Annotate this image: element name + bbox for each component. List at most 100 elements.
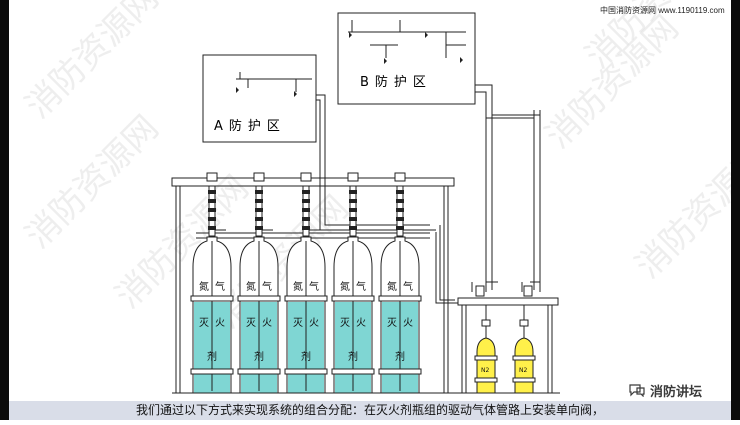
- cylinder-label-gas: 气: [262, 280, 272, 293]
- forum-badge: 消防讲坛: [628, 381, 703, 400]
- valve-coupling: [255, 190, 263, 194]
- cylinder-strap: [237, 295, 281, 302]
- cylinder-label-agent: 火: [356, 317, 366, 329]
- valve-coupling: [396, 208, 404, 212]
- valve-coupling: [208, 190, 216, 194]
- valve-coupling: [349, 190, 357, 194]
- left-frame-bar: [0, 0, 9, 420]
- zone-b-box: B防护区: [337, 12, 476, 105]
- cylinder-label-agent: 剂: [207, 350, 217, 363]
- cylinder-label-nitrogen: 氮: [387, 280, 397, 293]
- agent-cylinder: 氮气灭火剂: [284, 172, 328, 394]
- right-frame-bar: [731, 0, 740, 420]
- forum-name: 消防讲坛: [650, 384, 703, 400]
- valve-head: [347, 172, 359, 182]
- cylinder-label-agent: 火: [309, 317, 319, 329]
- cylinder-label-gas: 气: [215, 280, 225, 293]
- main-pipes: [316, 84, 541, 304]
- driver-strap: [474, 377, 498, 383]
- driver-strap: [474, 355, 498, 361]
- cylinder-label-nitrogen: 氮: [340, 280, 350, 293]
- watermark-text: 消防资源网: [628, 138, 740, 286]
- valve-coupling: [302, 199, 310, 203]
- cylinder-strap: [284, 295, 328, 302]
- valve-coupling: [302, 217, 310, 221]
- valve-head: [253, 172, 265, 182]
- valve-coupling: [255, 217, 263, 221]
- driver-label: N2: [519, 367, 527, 374]
- agent-cylinder: 氮气灭火剂: [190, 172, 234, 394]
- valve-head: [206, 172, 218, 182]
- cylinder-label-agent: 火: [215, 317, 225, 329]
- cylinder-label-agent: 剂: [254, 350, 264, 363]
- driver-shell: [514, 337, 534, 394]
- driver-cylinder: N2: [512, 305, 536, 394]
- cylinder-strap: [331, 368, 375, 375]
- driver-valve: [519, 319, 529, 327]
- agent-cylinder: 氮气灭火剂: [237, 172, 281, 394]
- valve-coupling: [302, 226, 310, 230]
- valve-head: [300, 172, 312, 182]
- valve-coupling: [349, 217, 357, 221]
- cylinder-label-nitrogen: 氮: [293, 280, 303, 293]
- cylinder-label-nitrogen: 氮: [199, 280, 209, 293]
- chat-bubble-icon: [629, 384, 645, 397]
- cylinder-label-gas: 气: [356, 280, 366, 293]
- valve-coupling: [302, 190, 310, 194]
- cylinder-label-agent: 灭: [293, 317, 303, 329]
- cylinder-label-agent: 灭: [199, 317, 209, 329]
- valve-coupling: [349, 208, 357, 212]
- cylinder-strap: [378, 368, 422, 375]
- cylinder-label-agent: 灭: [246, 317, 256, 329]
- cylinder-strap: [237, 368, 281, 375]
- valve-coupling: [255, 226, 263, 230]
- driver-strap: [512, 355, 536, 361]
- valve-coupling: [208, 217, 216, 221]
- driver-bench: [457, 281, 559, 393]
- zone-a-label: A防护区: [214, 118, 286, 134]
- cylinder-label-agent: 火: [262, 317, 272, 329]
- valve-coupling: [255, 208, 263, 212]
- watermark-text: 消防资源网: [18, 108, 166, 256]
- cylinder-label-nitrogen: 氮: [246, 280, 256, 293]
- valve-head: [394, 172, 406, 182]
- driver-cylinder-bank: N2 N2: [474, 305, 536, 394]
- driver-strap: [512, 377, 536, 383]
- caption-bar: 我们通过以下方式来实现系统的组合分配：在灭火剂瓶组的驱动气体管路上安装单向阀，: [9, 401, 731, 420]
- cylinder-label-agent: 灭: [387, 317, 397, 329]
- driver-cylinder: N2: [474, 305, 498, 394]
- valve-coupling: [208, 208, 216, 212]
- driver-valve: [481, 319, 491, 327]
- valve-coupling: [396, 199, 404, 203]
- valve-coupling: [208, 226, 216, 230]
- valve-coupling: [396, 226, 404, 230]
- driver-label: N2: [481, 367, 489, 374]
- agent-cylinder: 氮气灭火剂: [331, 172, 375, 394]
- cylinder-label-gas: 气: [309, 280, 319, 293]
- cylinder-strap: [284, 368, 328, 375]
- valve-coupling: [396, 217, 404, 221]
- cylinder-strap: [378, 295, 422, 302]
- zone-b-label: B防护区: [360, 74, 432, 90]
- cylinder-label-agent: 灭: [340, 317, 350, 329]
- agent-cylinder: 氮气灭火剂: [378, 172, 422, 394]
- cylinder-label-agent: 火: [403, 317, 413, 329]
- cylinder-rack: [171, 177, 455, 393]
- cylinder-label-agent: 剂: [395, 350, 405, 363]
- valve-coupling: [396, 190, 404, 194]
- cylinder-strap: [331, 295, 375, 302]
- valve-coupling: [302, 208, 310, 212]
- watermark-text: 消防资源网: [18, 0, 166, 126]
- site-watermark: 中国消防资源网 www.1190119.com: [600, 6, 725, 15]
- valve-coupling: [255, 199, 263, 203]
- zone-a-box: A防护区: [202, 54, 317, 143]
- agent-cylinder-bank: 氮气灭火剂氮气灭火剂氮气灭火剂氮气灭火剂氮气灭火剂: [190, 172, 422, 394]
- cylinder-label-agent: 剂: [301, 350, 311, 363]
- cylinder-label-agent: 剂: [348, 350, 358, 363]
- cylinder-strap: [190, 295, 234, 302]
- valve-coupling: [349, 199, 357, 203]
- cylinder-strap: [190, 368, 234, 375]
- cylinder-label-gas: 气: [403, 280, 413, 293]
